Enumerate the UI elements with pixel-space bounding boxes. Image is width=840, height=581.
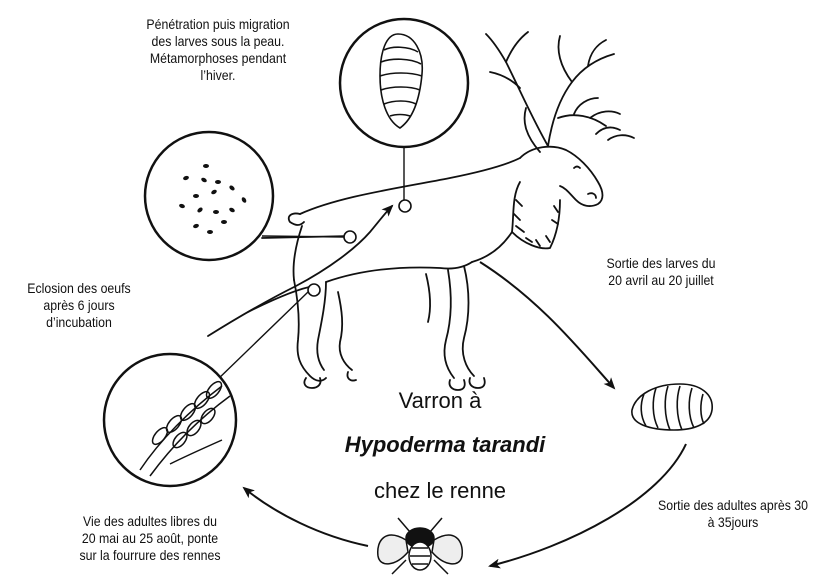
label-eclosion: Eclosion des oeufs après 6 jours d’incub… [13,280,145,331]
diagram-title-line3: chez le renne [350,478,530,504]
stage-eggs-hatching [145,132,273,260]
label-sortie-adultes: Sortie des adultes après 30 à 35jours [641,497,826,531]
label-vie-adultes: Vie des adultes libres du 20 mai au 25 a… [62,513,238,564]
migration-markers [308,200,411,296]
cycle-arrows [244,262,686,566]
diagram-title-line1: Varron à [360,388,520,414]
stage-pupa [632,384,712,430]
marker-back [344,231,356,243]
label-sortie-larves: Sortie des larves du 20 avril au 20 juil… [577,255,744,289]
marker-flank [308,284,320,296]
marker-neck [399,200,411,212]
stage-adult-fly [378,518,463,574]
label-penetration: Pénétration puis migration des larves so… [121,16,315,84]
stage-eggs-on-fur [104,354,236,486]
stage-larva-in-skin [340,19,468,147]
diagram-title-species: Hypoderma tarandi [320,432,570,458]
